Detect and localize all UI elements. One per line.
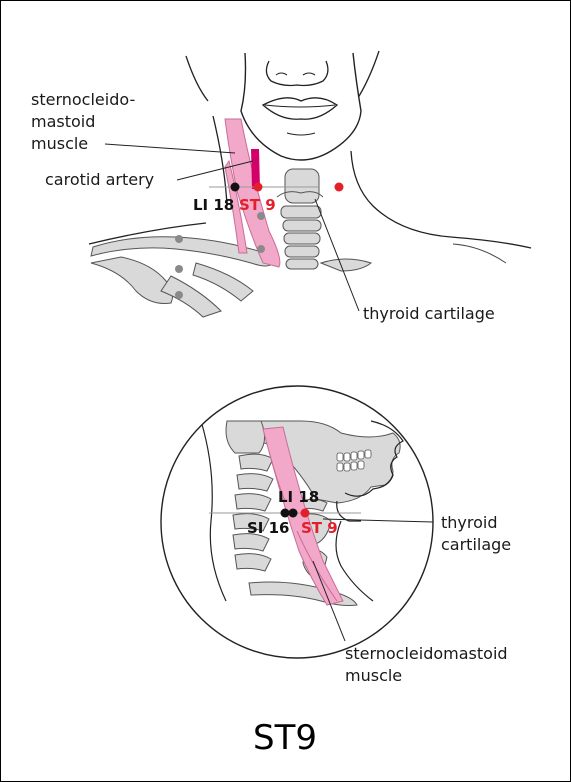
- point-label-si16-side: SI 16: [247, 519, 289, 537]
- trachea: [281, 169, 321, 269]
- atlas-bone: [226, 421, 265, 453]
- st9-point-front-right: [335, 183, 344, 192]
- label-thyroid-cartilage-front: thyroid cartilage: [363, 304, 495, 323]
- st9-point-side: [301, 509, 310, 518]
- leader-thyroid-front: [315, 199, 359, 311]
- label-scm-side-line1: sternocleidomastoid: [345, 644, 508, 663]
- point-label-st9-front: ST 9: [239, 196, 276, 214]
- neck-left-outline: [213, 116, 227, 206]
- si16-point-side: [281, 509, 290, 518]
- point-label-st9-side: ST 9: [301, 519, 338, 537]
- clavicle-right-contour: [453, 244, 506, 263]
- label-thyroid-side-line2: cartilage: [441, 535, 511, 554]
- leader-scm-front: [105, 144, 235, 153]
- guide-dot: [257, 245, 265, 253]
- clavicle-right: [321, 259, 371, 271]
- side-view: LI 18 SI 16 ST 9 thyroid cartilage stern…: [161, 386, 511, 685]
- head-right-outline: [356, 51, 379, 101]
- li18-point-front: [231, 183, 240, 192]
- point-label-li18-front: LI 18: [193, 196, 234, 214]
- scapula-left: [91, 257, 173, 304]
- point-label-li18-side: LI 18: [278, 488, 319, 506]
- neck-right-outline: [351, 151, 531, 248]
- st9-point-front: [254, 183, 263, 192]
- head-left-outline: [186, 56, 208, 101]
- guide-dot: [175, 235, 183, 243]
- label-scm-side-line2: muscle: [345, 666, 402, 685]
- guide-dot: [175, 291, 183, 299]
- label-scm-line1: sternocleido-: [31, 90, 135, 109]
- figure-title: ST9: [253, 718, 317, 758]
- label-carotid-artery: carotid artery: [45, 170, 154, 189]
- label-scm-line2: mastoid: [31, 112, 95, 131]
- label-thyroid-side-line1: thyroid: [441, 513, 498, 532]
- guide-dot: [175, 265, 183, 273]
- front-view: sternocleido- mastoid muscle carotid art…: [31, 51, 531, 323]
- li18-point-side: [289, 509, 298, 518]
- label-scm-line3: muscle: [31, 134, 88, 153]
